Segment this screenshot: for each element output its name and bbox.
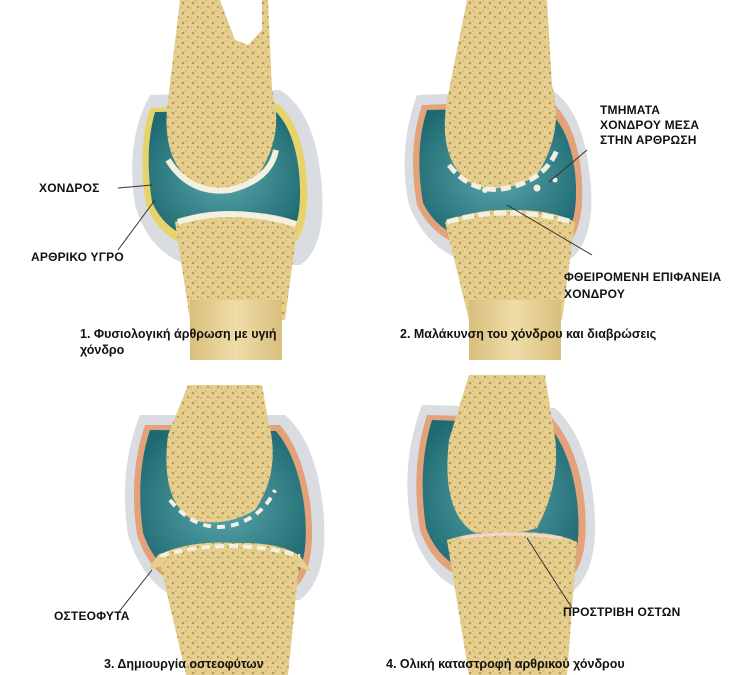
- label-cartilage: ΧΟΝΔΡΟΣ: [39, 181, 100, 195]
- label-fragments-line2: ΧΟΝΔΡΟΥ ΜΕΣΑ: [600, 118, 699, 132]
- caption-panel-1-line2: χόνδρο: [80, 342, 124, 358]
- caption-panel-2: 2. Μαλάκυνση του χόνδρου και διαβρώσεις: [400, 326, 656, 342]
- label-synovial-fluid: ΑΡΘΡΙΚΟ ΥΓΡΟ: [31, 250, 124, 264]
- label-bone-friction: ΠΡΟΣΤΡΙΒΗ ΟΣΤΩΝ: [563, 605, 680, 619]
- softening-joint-illustration: [377, 0, 754, 360]
- label-worn-surface-line1: ΦΘΕΙΡΟΜΕΝΗ ΕΠΙΦΑΝΕΙΑ: [564, 270, 721, 284]
- label-osteophytes: ΟΣΤΕΟΦΥΤΑ: [54, 609, 130, 623]
- label-fragments-line3: ΣΤΗΝ ΑΡΘΡΩΣΗ: [600, 133, 697, 147]
- panel-osteophyte-joint: ΟΣΤΕΟΦΥΤΑ 3. Δημιουργία οστεοφύτων: [0, 360, 377, 675]
- panel-softening-joint: ΤΜΗΜΑΤΑ ΧΟΝΔΡΟΥ ΜΕΣΑ ΣΤΗΝ ΑΡΘΡΩΣΗ ΦΘΕΙΡΟ…: [377, 0, 754, 360]
- caption-panel-3: 3. Δημιουργία οστεοφύτων: [104, 656, 264, 672]
- osteophyte-joint-illustration: [0, 360, 377, 675]
- label-worn-surface-line2: ΧΟΝΔΡΟΥ: [564, 287, 625, 301]
- panel-healthy-joint: ΧΟΝΔΡΟΣ ΑΡΘΡΙΚΟ ΥΓΡΟ 1. Φυσιολογική άρθρ…: [0, 0, 377, 360]
- caption-panel-4: 4. Ολική καταστροφή αρθρικού χόνδρου: [386, 656, 625, 672]
- label-fragments-line1: ΤΜΗΜΑΤΑ: [600, 103, 660, 117]
- panel-destroyed-joint: ΠΡΟΣΤΡΙΒΗ ΟΣΤΩΝ 4. Ολική καταστροφή αρθρ…: [377, 360, 754, 675]
- healthy-joint-illustration: [0, 0, 377, 360]
- destroyed-joint-illustration: [377, 360, 754, 675]
- caption-panel-1-line1: 1. Φυσιολογική άρθρωση με υγιή: [80, 326, 277, 342]
